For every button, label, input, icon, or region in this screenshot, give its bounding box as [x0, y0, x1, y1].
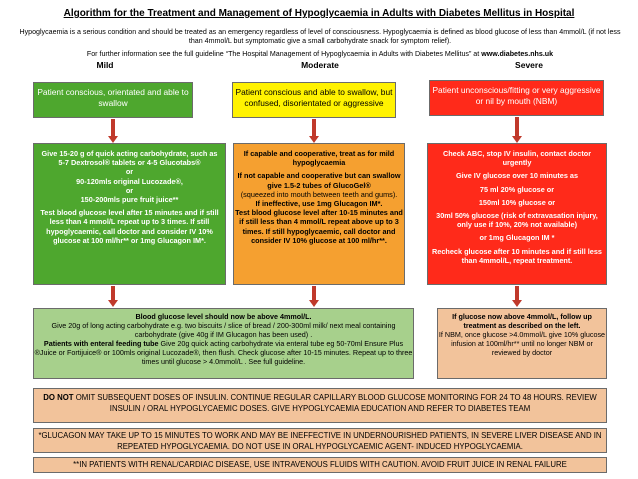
mild-treatment-line: or: [125, 185, 134, 195]
arrow-down-icon: [108, 119, 118, 143]
moderate-treatment-line: (squeezed into mouth between teeth and g…: [240, 189, 398, 199]
moderate-condition-text: Patient conscious and able to swallow, b…: [235, 87, 393, 108]
page-title: Algorithm for the Treatment and Manageme…: [63, 8, 575, 19]
moderate-condition-box: Patient conscious and able to swallow, b…: [232, 82, 396, 118]
footer-glucagon-text: *GLUCAGON MAY TAKE UP TO 15 MINUTES TO W…: [38, 431, 602, 451]
severe-treatment-line: 75 ml 20% glucose or: [479, 184, 555, 194]
intro-text: Hypoglycaemia is a serious condition and…: [19, 28, 621, 45]
arrow-down-icon: [512, 286, 522, 308]
feeding-text: Give 20g quick acting carbohydrate via e…: [34, 339, 413, 367]
mild-heading: Mild: [96, 60, 114, 70]
moderate-treatment-line: Test blood glucose level after 10-15 min…: [235, 208, 403, 245]
moderate-treatment-line: If ineffective, use 1mg Glucagon IM*.: [255, 199, 383, 209]
mild-treatment-line: or: [125, 167, 134, 177]
followup-right-heading: If glucose now above 4mmol/L, follow up …: [452, 312, 592, 331]
arrow-down-icon: [309, 286, 319, 308]
feeding-label: Patients with enteral feeding tube: [43, 339, 159, 349]
moderate-heading: Moderate: [301, 60, 339, 70]
guideline-link[interactable]: www.diabetes.nhs.uk: [481, 50, 554, 58]
severe-treatment-line: Recheck glucose after 10 minutes and if …: [432, 246, 602, 265]
severe-condition-text: Patient unconscious/fitting or very aggr…: [432, 85, 601, 106]
arrow-down-icon: [108, 286, 118, 308]
mild-treatment-box: Give 15-20 g of quick acting carbohydrat…: [33, 143, 226, 285]
severe-treatment-line: Check ABC, stop IV insulin, contact doct…: [442, 149, 592, 168]
followup-left-heading: Blood glucose level should now be above …: [135, 312, 312, 321]
severe-condition-box: Patient unconscious/fitting or very aggr…: [429, 80, 604, 116]
followup-left-box: Blood glucose level should now be above …: [33, 308, 414, 379]
severe-treatment-line: 150ml 10% glucose or: [478, 197, 556, 207]
mild-treatment-line: Give 15-20 g of quick acting carbohydrat…: [41, 149, 218, 158]
footer-insulin-text: OMIT SUBSEQUENT DOSES OF INSULIN. CONTIN…: [73, 393, 597, 413]
mild-condition-text: Patient conscious, orientated and able t…: [37, 87, 189, 108]
followup-left-feeding: Patients with enteral feeding tube Give …: [34, 339, 413, 366]
arrow-down-icon: [309, 119, 319, 143]
severe-treatment-line: Give IV glucose over 10 minutes as: [455, 171, 579, 181]
severe-treatment-line: or 1mg Glucagon IM *: [479, 233, 555, 243]
footer-insulin-box: DO NOT OMIT SUBSEQUENT DOSES OF INSULIN.…: [33, 388, 607, 423]
footer-renal-text: **IN PATIENTS WITH RENAL/CARDIAC DISEASE…: [73, 460, 567, 469]
mild-treatment-line: 90-120mls original Lucozade®,: [76, 176, 183, 186]
mild-treatment-line: 150-200mls pure fruit juice**: [80, 195, 179, 205]
moderate-treatment-box: If capable and cooperative, treat as for…: [233, 143, 405, 285]
mild-treatment-line: Test blood glucose level after 15 minute…: [40, 208, 219, 245]
footer-renal-box: **IN PATIENTS WITH RENAL/CARDIAC DISEASE…: [33, 457, 607, 473]
mild-condition-box: Patient conscious, orientated and able t…: [33, 82, 193, 118]
further-info: For further information see the full gui…: [12, 50, 628, 59]
footer-glucagon-box: *GLUCAGON MAY TAKE UP TO 15 MINUTES TO W…: [33, 428, 607, 453]
mild-treatment-line: 5-7 Dextrosol® tablets or 4-5 Glucotabs®: [58, 158, 201, 168]
severe-treatment-line: 30ml 50% glucose (risk of extravasation …: [436, 211, 598, 230]
followup-right-text: If NBM, once glucose >4.0mmol/L give 10%…: [438, 330, 606, 358]
further-info-prefix: For further information see the full gui…: [86, 50, 482, 58]
severe-treatment-box: Check ABC, stop IV insulin, contact doct…: [427, 143, 607, 285]
severe-heading: Severe: [515, 60, 543, 70]
footer-do-not: DO NOT: [43, 393, 74, 402]
moderate-treatment-line: If capable and cooperative, treat as for…: [243, 149, 395, 168]
moderate-treatment-line: If not capable and cooperative but can s…: [237, 171, 401, 190]
followup-right-box: If glucose now above 4mmol/L, follow up …: [437, 308, 607, 379]
followup-left-line: Give 20g of long acting carbohydrate e.g…: [51, 321, 396, 340]
arrow-down-icon: [512, 117, 522, 143]
